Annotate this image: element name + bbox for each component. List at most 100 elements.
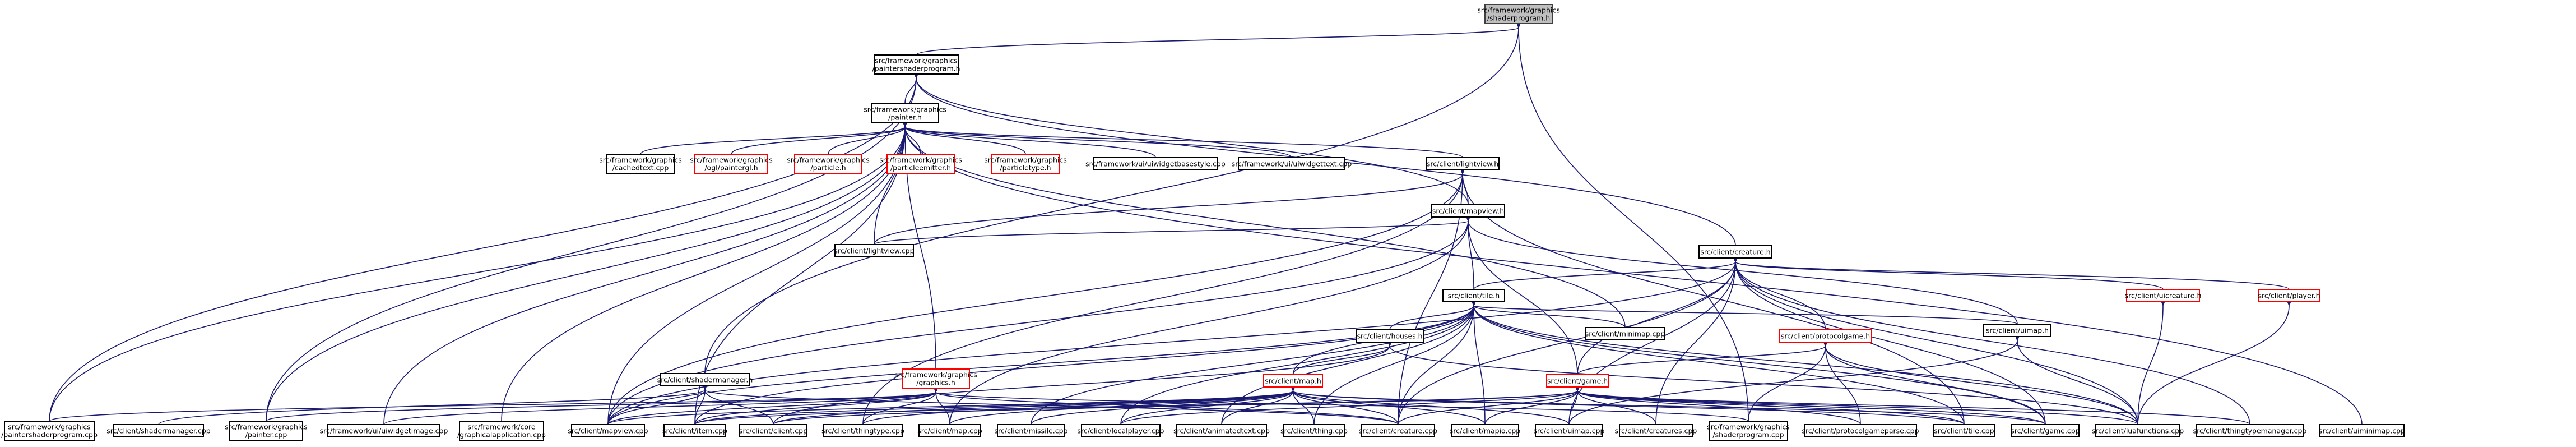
file-node-label: src/client/uimap.h [1986,326,2049,335]
file-node-label: /ogl/paintergl.h [704,164,758,172]
file-node-uiwidgettext-cpp[interactable]: src/framework/ui/uiwidgettext.cpp [1232,157,1352,170]
include-edge [2137,297,2293,425]
file-node-label: src/client/uicreature.h [2125,292,2202,300]
file-node-shadermanager-cpp[interactable]: src/client/shadermanager.cpp [106,424,211,437]
file-node-graphics-h[interactable]: src/framework/graphics/graphics.h [894,368,977,389]
file-node-label: /cachedtext.cpp [612,164,669,172]
file-node-tile-h[interactable]: src/client/tile.h [1442,289,1505,302]
file-node-player-h[interactable]: src/client/player.h [2258,289,2320,302]
file-node-label: src/framework/graphics [599,156,681,164]
file-node-mapview-h[interactable]: src/client/mapview.h [1431,204,1505,218]
file-node-box [1535,424,1603,437]
file-node-shaderprogram-h[interactable]: src/framework/graphics/shaderprogram.h [1477,4,1560,24]
file-node-thing-cpp[interactable]: src/client/thing.cpp [1280,424,1348,437]
file-node-localplayer-cpp[interactable]: src/client/localplayer.cpp [1078,424,1164,437]
file-node-thingtypemanager-cpp[interactable]: src/client/thingtypemanager.cpp [2193,424,2307,437]
file-node-box [663,424,726,437]
include-edge [701,381,774,425]
include-edge [1732,254,1826,330]
file-node-particle-h[interactable]: src/framework/graphics/particle.h [787,154,870,174]
include-edge [874,213,1473,245]
file-node-missile-cpp[interactable]: src/client/missile.cpp [994,424,1068,437]
file-node-box [2095,424,2180,437]
include-edge [1470,297,2046,425]
file-node-tile-cpp[interactable]: src/client/tile.cpp [1933,424,1995,437]
file-node-box [834,244,914,257]
file-node-uimap-h[interactable]: src/client/uimap.h [1983,324,2051,337]
file-node-box [1442,289,1505,302]
file-node-uicreature-h[interactable]: src/client/uicreature.h [2125,289,2202,302]
include-edge [1289,383,1570,425]
file-node-protocolgameparse-cpp[interactable]: src/client/protocolgameparse.cpp [1802,424,1919,437]
file-node-box [1709,421,1788,441]
include-edge [1464,213,2018,325]
file-node-shaderprogram-cpp[interactable]: src/framework/graphics/shaderprogram.cpp [1707,421,1790,441]
file-node-lightview-cpp[interactable]: src/client/lightview.cpp [834,244,915,257]
file-node-label: src/framework/graphics [690,156,772,164]
file-node-uiwidgetimage-cpp[interactable]: src/framework/ui/uiwidgetimage.cpp [320,424,448,437]
file-node-paintergl-h[interactable]: src/framework/graphics/ogl/paintergl.h [690,154,773,174]
file-node-box [4,421,95,441]
file-node-box [1779,329,1872,343]
include-edge [607,213,1472,425]
file-node-particletype-h[interactable]: src/framework/graphics/particletype.h [984,154,1067,174]
file-node-painter-h[interactable]: src/framework/graphics/painter.h [864,103,946,123]
include-edge [1568,332,2021,425]
file-node-creatures-cpp[interactable]: src/client/creatures.cpp [1615,424,1697,437]
include-edge [1221,297,1478,425]
file-node-cachedtext-cpp[interactable]: src/framework/graphics/cachedtext.cpp [599,154,682,174]
file-node-protocolgame-h[interactable]: src/client/protocolgame.h [1779,329,1872,343]
file-node-box [229,421,303,441]
file-node-shadermanager-h[interactable]: src/client/shadermanager.h [657,373,753,386]
file-node-map-h[interactable]: src/client/map.h [1263,374,1323,388]
file-node-label: /graphicalapplication.cpp [457,431,546,439]
file-node-uiwidgetbasestyle-cpp[interactable]: src/framework/ui/uiwidgetbasestyle.cpp [1085,157,1226,170]
file-node-box [2126,289,2200,302]
file-node-painter-cpp[interactable]: src/framework/graphics/painter.cpp [225,421,308,441]
file-node-item-cpp[interactable]: src/client/item.cpp [662,424,727,437]
file-node-houses-h[interactable]: src/client/houses.h [1356,329,1424,343]
include-edge [1484,383,1581,425]
file-node-uimap-cpp[interactable]: src/client/uimap.cpp [1534,424,1605,437]
file-node-label: src/framework/ui/uiwidgettext.cpp [1232,160,1352,168]
file-node-minimap-cpp[interactable]: src/client/minimap.cpp [1585,327,1665,340]
file-node-mapview-cpp[interactable]: src/client/mapview.cpp [568,424,648,437]
file-node-creature-h[interactable]: src/client/creature.h [1698,245,1772,259]
file-node-client-cpp[interactable]: src/client/client.cpp [739,424,807,437]
file-node-lightview-h[interactable]: src/client/lightview.h [1426,157,1500,170]
include-edge [694,384,940,425]
file-node-graphicalapplication-cpp[interactable]: src/framework/core/graphicalapplication.… [457,421,546,441]
include-edge [773,338,1394,425]
file-node-uiminimap-cpp[interactable]: src/client/uiminimap.cpp [2319,424,2405,437]
file-node-paintershaderprogram-cpp[interactable]: src/framework/graphics/paintershaderprog… [1,421,98,441]
file-node-paintershaderprogram-h[interactable]: src/framework/graphics/paintershaderprog… [872,54,960,75]
file-node-label: src/client/shadermanager.h [657,376,753,384]
file-node-particleemitter-h[interactable]: src/framework/graphics/particleemitter.h [879,154,962,174]
include-edge [1221,383,1297,425]
file-node-game-cpp[interactable]: src/client/game.cpp [2011,424,2080,437]
file-node-mapio-cpp[interactable]: src/client/mapio.cpp [1450,424,1520,437]
file-node-animatedtext-cpp[interactable]: src/client/animatedtext.cpp [1173,424,1270,437]
include-edge [1821,338,2138,425]
file-node-label: src/client/client.cpp [739,427,807,435]
file-node-luafunctions-cpp[interactable]: src/client/luafunctions.cpp [2092,424,2184,437]
include-edge [1398,165,1466,425]
file-node-label: src/framework/graphics [8,423,90,431]
include-edge [731,118,909,155]
file-node-game-h[interactable]: src/client/game.h [1546,374,1609,388]
include-edge [1398,254,1739,425]
file-node-map-cpp[interactable]: src/client/map.cpp [917,424,982,437]
file-node-label: src/client/game.cpp [2011,427,2080,435]
file-node-label: src/client/player.h [2258,292,2320,300]
file-node-box [823,424,903,437]
file-node-label: src/client/shadermanager.cpp [106,427,210,435]
file-node-creature-cpp[interactable]: src/client/creature.cpp [1359,424,1437,437]
file-node-label: src/framework/graphics [787,156,869,164]
file-node-box [997,424,1065,437]
file-node-box [1933,424,1995,437]
include-edge [949,213,1472,425]
include-edge [704,19,1523,374]
file-node-thingtype-cpp[interactable]: src/client/thingtype.cpp [821,424,904,437]
include-edge [1732,254,2250,425]
file-node-label: src/framework/graphics [894,371,977,379]
